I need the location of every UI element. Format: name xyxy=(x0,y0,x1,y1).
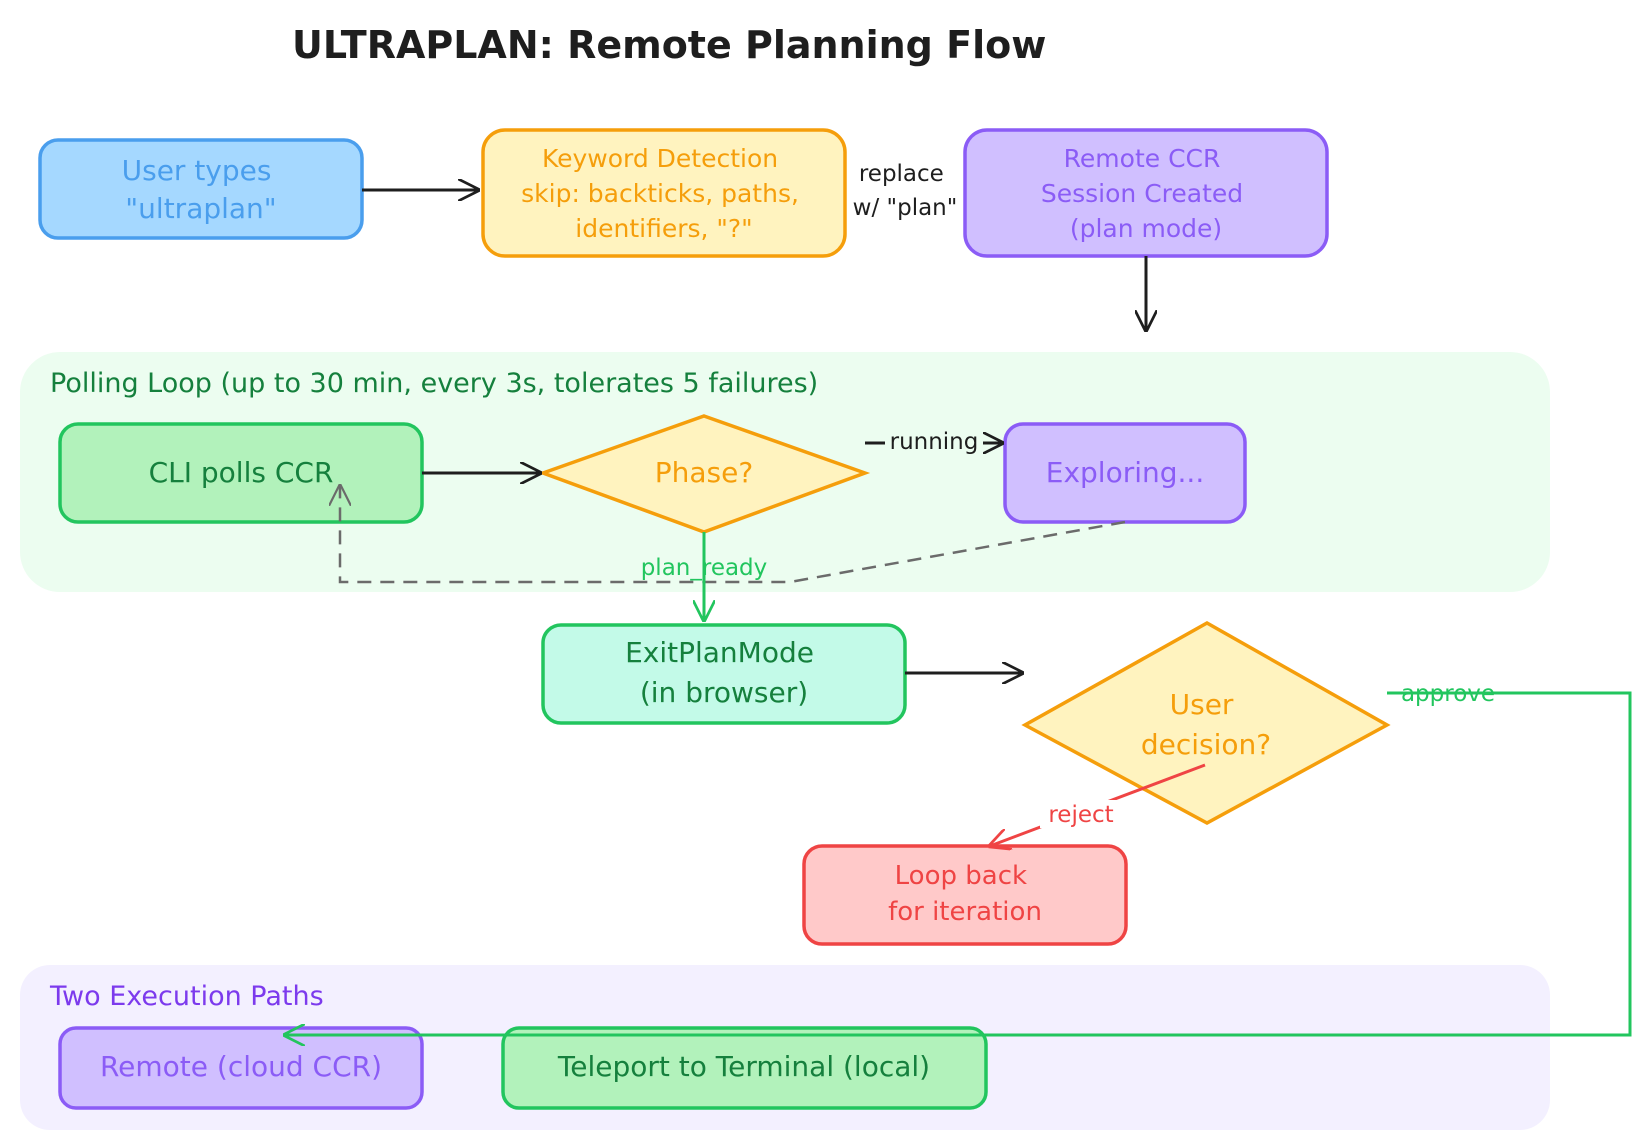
svg-text:replace w/ "plan": replace w/ "plan" xyxy=(853,161,958,221)
teleport-label: Teleport to Terminal (local) xyxy=(557,1050,930,1083)
user-decision-line2: decision? xyxy=(1141,728,1271,761)
keyword-line1: Keyword Detection xyxy=(542,144,778,173)
edge-label-reject: reject xyxy=(1048,802,1113,828)
loop-back-node: Loop back for iteration xyxy=(802,844,1128,946)
edge-label-running: running xyxy=(890,429,979,455)
remote-ccr-session-node: Remote CCR Session Created (plan mode) xyxy=(963,128,1329,258)
exit-plan-mode-node: ExitPlanMode (in browser) xyxy=(541,623,907,725)
svg-text:User types "ultraplan": User types "ultraplan" xyxy=(122,154,281,225)
user-types-line1: User types xyxy=(122,154,272,187)
exit-plan-line1: ExitPlanMode xyxy=(625,636,814,669)
user-types-node: User types "ultraplan" xyxy=(38,138,364,240)
user-types-line2: "ultraplan" xyxy=(125,192,276,225)
diagram-title: ULTRAPLAN: Remote Planning Flow xyxy=(292,23,1046,67)
svg-text:User decision?: User decision? xyxy=(1141,688,1271,761)
remote-ccr-line1: Remote CCR xyxy=(1064,144,1221,173)
remote-ccr-line3: (plan mode) xyxy=(1070,214,1222,243)
edge-label-plan-ready: plan_ready xyxy=(641,555,768,581)
edge-label-approve: approve xyxy=(1401,681,1495,707)
cli-polls-label: CLI polls CCR xyxy=(149,456,334,489)
keyword-line3: identifiers, "?" xyxy=(575,214,752,243)
edge-label-replace-line2: w/ "plan" xyxy=(853,195,958,221)
remote-cloud-node: Remote (cloud CCR) xyxy=(58,1026,424,1110)
polling-loop-label: Polling Loop (up to 30 min, every 3s, to… xyxy=(50,368,818,399)
exploring-node: Exploring... xyxy=(1003,422,1247,524)
remote-cloud-label: Remote (cloud CCR) xyxy=(100,1050,382,1083)
svg-text:Remote CCR Session Creat: Remote CCR Session Created (plan mode) xyxy=(1041,144,1251,243)
phase-decision-node: Phase? xyxy=(537,414,871,534)
teleport-node: Teleport to Terminal (local) xyxy=(501,1026,988,1110)
svg-text:Loop back for iteration: Loop back for iteration xyxy=(888,861,1042,927)
keyword-line2: skip: backticks, paths, xyxy=(521,179,799,208)
edge-exploring-back-to-cli xyxy=(340,486,1126,584)
exit-plan-line2: (in browser) xyxy=(640,676,808,709)
svg-text:Keyword Detection skip:: Keyword Detection skip: backticks, paths… xyxy=(521,144,807,243)
phase-label: Phase? xyxy=(655,456,753,489)
edge-approve-to-execution xyxy=(285,691,1632,1035)
loop-back-line2: for iteration xyxy=(888,897,1042,927)
user-decision-line1: User xyxy=(1170,688,1234,721)
loop-back-line1: Loop back xyxy=(895,861,1027,891)
user-decision-node: User decision? xyxy=(1021,620,1391,825)
execution-paths-label: Two Execution Paths xyxy=(49,981,324,1012)
keyword-detection-node: Keyword Detection skip: backticks, paths… xyxy=(481,128,847,258)
cli-polls-node: CLI polls CCR xyxy=(58,422,424,524)
exploring-label: Exploring... xyxy=(1046,456,1204,489)
svg-text:ExitPlanMode (in browser: ExitPlanMode (in browser) xyxy=(625,636,823,709)
remote-ccr-line2: Session Created xyxy=(1041,179,1243,208)
edge-label-replace-line1: replace xyxy=(859,161,944,187)
